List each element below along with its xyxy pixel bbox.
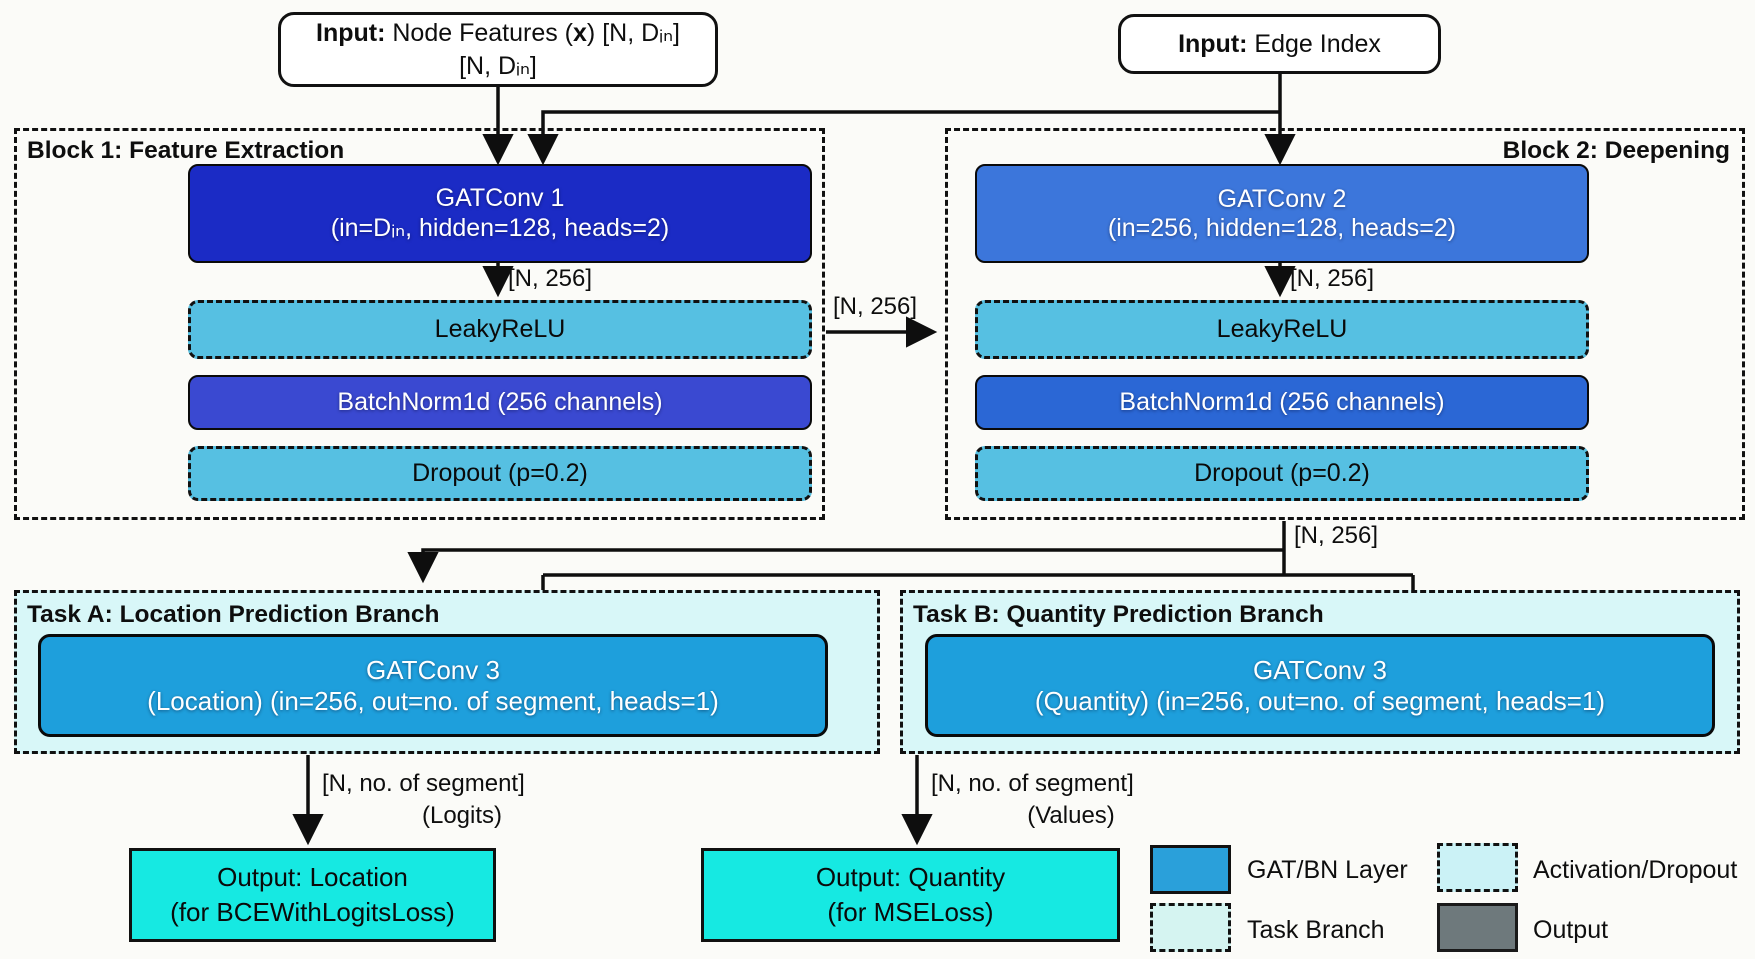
taskB-title: Task B: Quantity Prediction Branch <box>913 601 1324 628</box>
input-node-features-line1: Input: Node Features (x) [N, Dᵢₙ] <box>316 19 680 47</box>
legend-label-gat-bn: GAT/BN Layer <box>1247 856 1408 884</box>
output-quantity-line2: (for MSELoss) <box>827 897 994 927</box>
block2-container: Block 2: Deepening <box>945 128 1745 520</box>
block1-container: Block 1: Feature Extraction <box>14 128 825 520</box>
legend-label-task-branch: Task Branch <box>1247 916 1385 944</box>
output-quantity-line1: Output: Quantity <box>815 861 1006 892</box>
block1-title: Block 1: Feature Extraction <box>27 137 345 164</box>
input-edge-index-label: Input: Edge Index <box>1178 29 1381 58</box>
output-quantity-box: Output: Quantity (for MSELoss) <box>701 848 1120 942</box>
block2-dropout: Dropout (p=0.2) <box>975 446 1589 501</box>
block2-title: Block 2: Deepening <box>1502 137 1730 164</box>
legend-swatch-output <box>1437 903 1518 952</box>
block2-leakyrelu: LeakyReLU <box>975 300 1589 359</box>
legend-swatch-activation-dropout <box>1437 843 1518 892</box>
gatconv2-layer: GATConv 2 (in=256, hidden=128, heads=2) <box>975 164 1589 263</box>
gatconv1-layer: GATConv 1 (in=Dᵢₙ, hidden=128, heads=2) <box>188 164 812 263</box>
block1-shape-label: [N, 256] <box>508 265 593 292</box>
output-location-line2: (for BCEWithLogitsLoss) <box>170 897 455 927</box>
taskB-output-shape-label: [N, no. of segment] (Values) <box>931 768 1211 833</box>
output-location-box: Output: Location (for BCEWithLogitsLoss) <box>129 848 496 942</box>
taskA-out-kind: (Logits) <box>421 802 503 830</box>
gatconv3a-params: (Location) (in=256, out=no. of segment, … <box>147 685 719 716</box>
legend-label-output: Output <box>1533 916 1609 944</box>
output-location-line1: Output: Location <box>217 861 408 892</box>
gatconv3a-name: GATConv 3 <box>366 654 500 685</box>
block2-shape-label: [N, 256] <box>1290 265 1375 292</box>
gatconv3-quantity-layer: GATConv 3 (Quantity) (in=256, out=no. of… <box>925 634 1715 737</box>
gatconv1-params: (in=Dᵢₙ, hidden=128, heads=2) <box>330 214 670 242</box>
block2-batchnorm: BatchNorm1d (256 channels) <box>975 375 1589 430</box>
gatconv2-name: GATConv 2 <box>1217 184 1347 213</box>
input-node-features-box: Input: Node Features (x) [N, Dᵢₙ] [N, Dᵢ… <box>278 12 718 87</box>
taskA-title: Task A: Location Prediction Branch <box>27 601 440 628</box>
input-edge-index-box: Input: Edge Index <box>1118 14 1441 74</box>
block1-batchnorm: BatchNorm1d (256 channels) <box>188 375 812 430</box>
after-block2-shape-label: [N, 256] <box>1294 522 1379 549</box>
input-prefix: Input: <box>316 19 386 47</box>
gatconv3b-params: (Quantity) (in=256, out=no. of segment, … <box>1034 685 1606 716</box>
taskA-output-shape-label: [N, no. of segment] (Logits) <box>322 768 602 833</box>
legend-swatch-gat-bn <box>1150 845 1231 894</box>
gatconv1-name: GATConv 1 <box>435 184 565 212</box>
taskB-out-kind: (Values) <box>1027 802 1115 830</box>
block1-dropout: Dropout (p=0.2) <box>188 446 812 501</box>
input-prefix: Input: <box>1178 29 1248 58</box>
legend-swatch-task-branch <box>1150 903 1231 952</box>
gatconv3-location-layer: GATConv 3 (Location) (in=256, out=no. of… <box>38 634 828 737</box>
taskA-out-shape: [N, no. of segment] <box>322 770 525 797</box>
block1-leakyrelu: LeakyReLU <box>188 300 812 359</box>
gatconv2-params: (in=256, hidden=128, heads=2) <box>1107 213 1457 242</box>
legend-label-activation-dropout: Activation/Dropout <box>1533 856 1738 884</box>
between-blocks-shape-label: [N, 256] <box>833 293 918 320</box>
input-node-features-line2: [N, Dᵢₙ] <box>459 51 537 80</box>
arrow-to-taskA-container <box>407 548 1284 584</box>
gatconv3b-name: GATConv 3 <box>1253 654 1387 685</box>
taskB-out-shape: [N, no. of segment] <box>931 770 1134 797</box>
